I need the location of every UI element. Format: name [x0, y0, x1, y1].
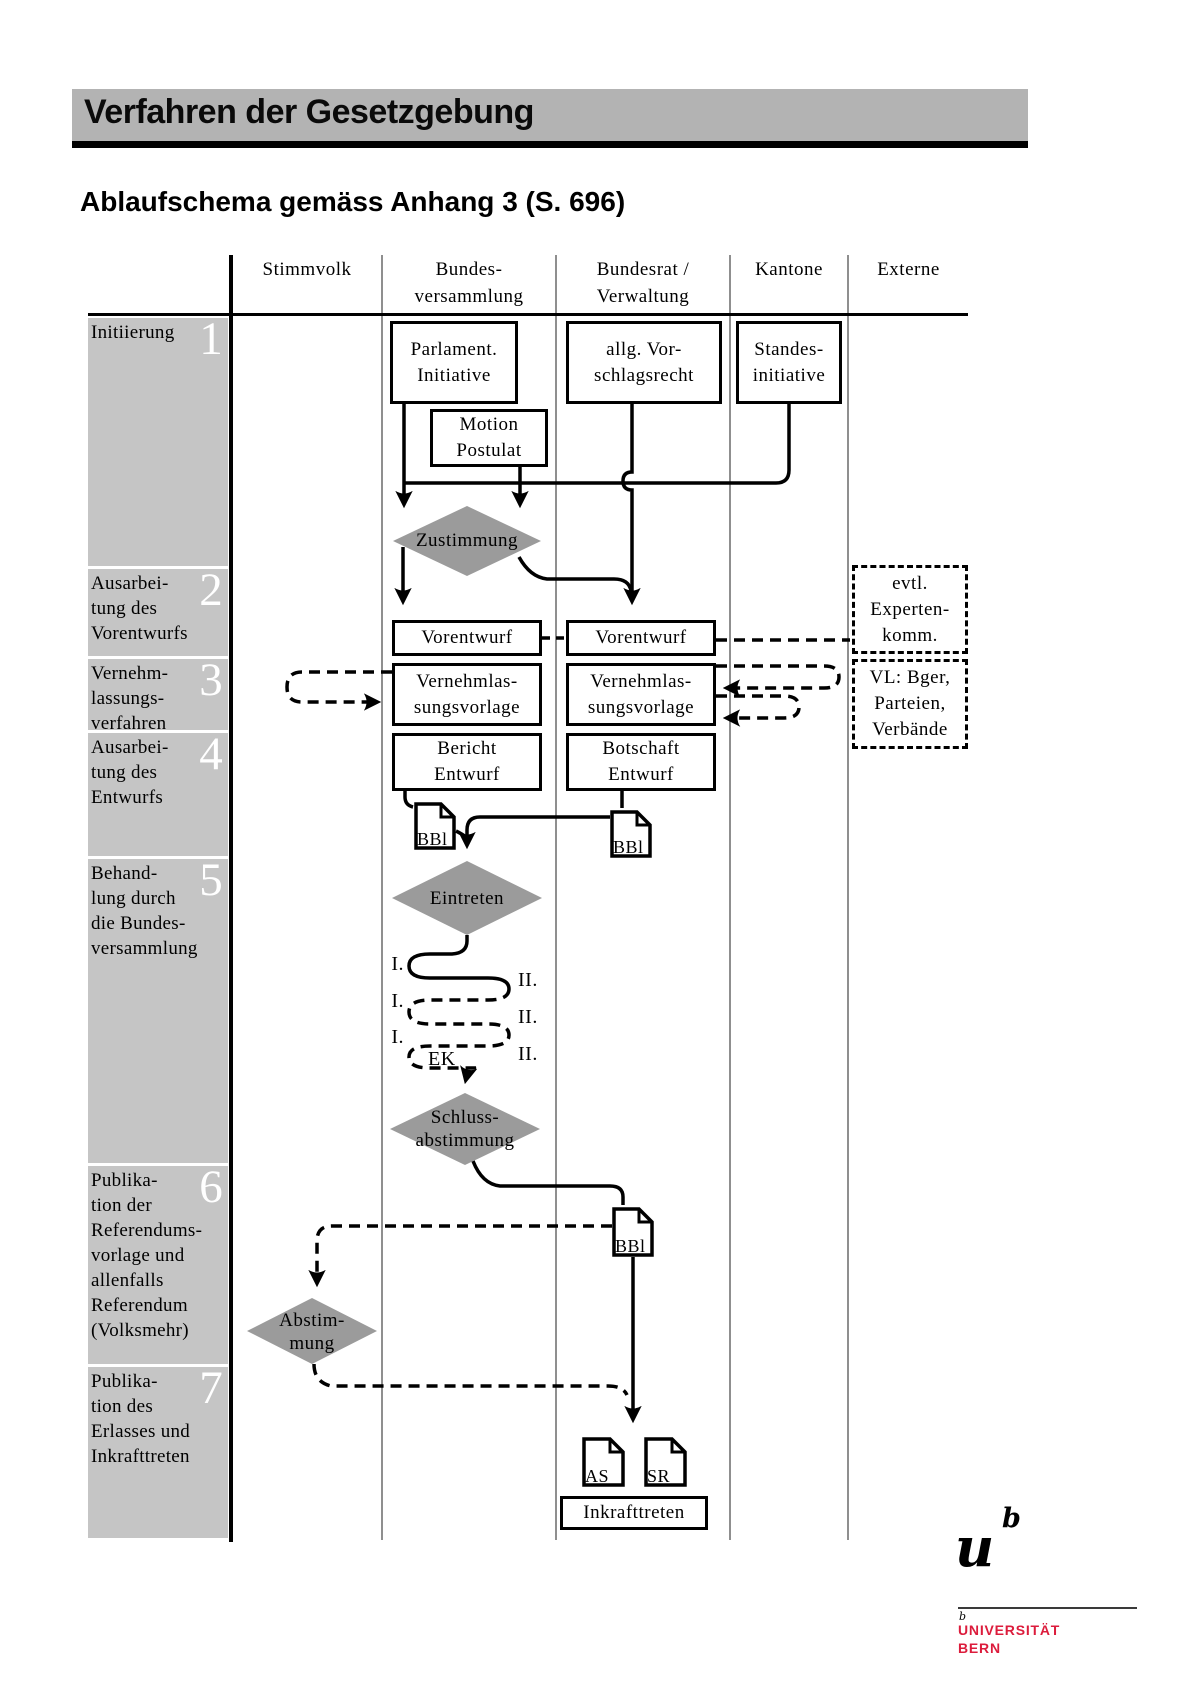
node-inkrafttreten: Inkrafttreten: [560, 1496, 708, 1530]
document-icon: [644, 1437, 687, 1487]
line-bericht-bbl: [403, 791, 414, 809]
grid-line-4: [847, 255, 849, 1540]
unibe-logo-universitaet: UNIVERSITÄT: [958, 1622, 1061, 1638]
label-reading-1b: I.: [391, 990, 404, 1012]
line-abstimmung-join: [312, 1363, 629, 1396]
node-vorentwurf-bundesrat: Vorentwurf: [566, 620, 716, 656]
arrow-vl-vernehmlassung-1: [716, 664, 841, 697]
document-bbl-3: BBl: [612, 1207, 654, 1257]
node-vernehmlassungsvorlage-bundesversammlung: Vernehmlas- sungsvorlage: [392, 663, 542, 726]
label-abstimmung: Abstim- mung: [279, 1310, 345, 1354]
label-schlussabstimmung: Schluss- abstimmung: [415, 1107, 515, 1151]
phase-7-inkrafttreten: 7 Publika- tion des Erlasses und Inkraft…: [88, 1363, 228, 1538]
label-zustimmung: Zustimmung: [415, 530, 519, 551]
column-header-bundesversammlung: Bundes- versammlung: [414, 259, 524, 307]
unibe-logo-b: b: [1002, 1503, 1021, 1534]
node-botschaft-entwurf: Botschaft Entwurf: [566, 733, 716, 791]
label-eintreten: Eintreten: [429, 888, 505, 909]
unibe-logo-rule: [958, 1607, 1137, 1609]
label-reading-2b: II.: [518, 1006, 538, 1028]
grid-line-2: [555, 255, 557, 1540]
phase-5-behandlung: 5 Behand- lung durch die Bundes- versamm…: [88, 855, 228, 1163]
document-sr: SR: [644, 1437, 687, 1487]
document-icon: [414, 802, 456, 850]
page-title: Verfahren der Gesetzgebung: [84, 93, 534, 131]
arrow-readings-schlussabstimmung: [407, 988, 511, 1085]
document-as: AS: [582, 1437, 625, 1487]
phase-number: 3: [199, 654, 223, 706]
node-parlament-initiative: Parlament. Initiative: [390, 321, 518, 404]
phase-1-initiierung: 1 Initiierung: [88, 314, 228, 566]
document-bbl-1: BBl: [414, 802, 456, 850]
arrow-bbl-abstimmung: [308, 1224, 612, 1288]
phase-number: 5: [199, 854, 223, 906]
page-title-bar: Verfahren der Gesetzgebung: [72, 89, 1028, 141]
column-header-bundesrat: Bundesrat / Verwaltung: [596, 259, 690, 307]
line-zustimmung-right: [517, 556, 633, 592]
column-header-externe: Externe: [877, 259, 940, 280]
node-allg-vorschlagsrecht: allg. Vor- schlagsrecht: [566, 321, 722, 404]
title-underline: [72, 141, 1028, 148]
document-icon: [610, 810, 652, 858]
grid-line-1: [381, 255, 383, 1540]
document-icon: [582, 1437, 625, 1487]
node-bericht-entwurf: Bericht Entwurf: [392, 733, 542, 791]
phase-number: 6: [199, 1161, 223, 1213]
document-bbl-2: BBl: [610, 810, 652, 858]
phase-6-referendum: 6 Publika- tion der Referendums- vorlage…: [88, 1162, 228, 1364]
node-expertenkommission: evtl. Experten- komm.: [852, 565, 968, 654]
phase-number: 2: [199, 564, 223, 616]
arrow-allg-vorentwurf: [621, 404, 641, 606]
document-icon: [612, 1207, 654, 1257]
node-motion-postulat: Motion Postulat: [430, 409, 548, 467]
label-einigungskonferenz: EK: [428, 1048, 456, 1070]
node-standesinitiative: Standes- initiative: [736, 321, 842, 404]
node-vernehmlassung-adressaten: VL: Bger, Parteien, Verbände: [852, 659, 968, 749]
node-vernehmlassungsvorlage-bundesrat: Vernehmlas- sungsvorlage: [566, 663, 716, 726]
unibe-logo-u: u: [955, 1515, 995, 1579]
label-reading-2a: II.: [518, 969, 538, 991]
phase-3-vernehmlassung: 3 Vernehm- lassungs- verfahren: [88, 655, 228, 734]
grid-line-phases: [229, 255, 233, 1542]
phase-2-vorentwurf: 2 Ausarbei- tung des Vorentwurfs: [88, 565, 228, 656]
column-header-stimmvolk: Stimmvolk: [262, 259, 352, 280]
line-bbl-left-join: [455, 829, 468, 839]
label-reading-1c: I.: [391, 1026, 404, 1048]
line-schluss-bbl: [471, 1160, 625, 1205]
arrow-stimmvolk-vernehmlassung-loop: [285, 670, 392, 711]
label-reading-2c: II.: [518, 1043, 538, 1065]
line-reading-first-solid: [407, 935, 511, 990]
phase-4-entwurf: 4 Ausarbei- tung des Entwurfs: [88, 729, 228, 856]
label-reading-1a: I.: [391, 953, 404, 975]
unibe-logo-bern: BERN: [958, 1640, 1001, 1656]
arrow-bbl-eintreten: [458, 815, 610, 850]
phase-number: 1: [199, 313, 223, 365]
node-vorentwurf-bundesversammlung: Vorentwurf: [392, 620, 542, 656]
grid-line-3: [729, 255, 731, 1540]
phase-number: 4: [199, 728, 223, 780]
phase-number: 7: [199, 1362, 223, 1414]
grid-header-rule: [88, 313, 968, 316]
unibe-logo-small-b: b: [959, 1610, 967, 1623]
column-header-kantone: Kantone: [755, 259, 823, 280]
page-subtitle: Ablaufschema gemäss Anhang 3 (S. 696): [80, 186, 626, 217]
